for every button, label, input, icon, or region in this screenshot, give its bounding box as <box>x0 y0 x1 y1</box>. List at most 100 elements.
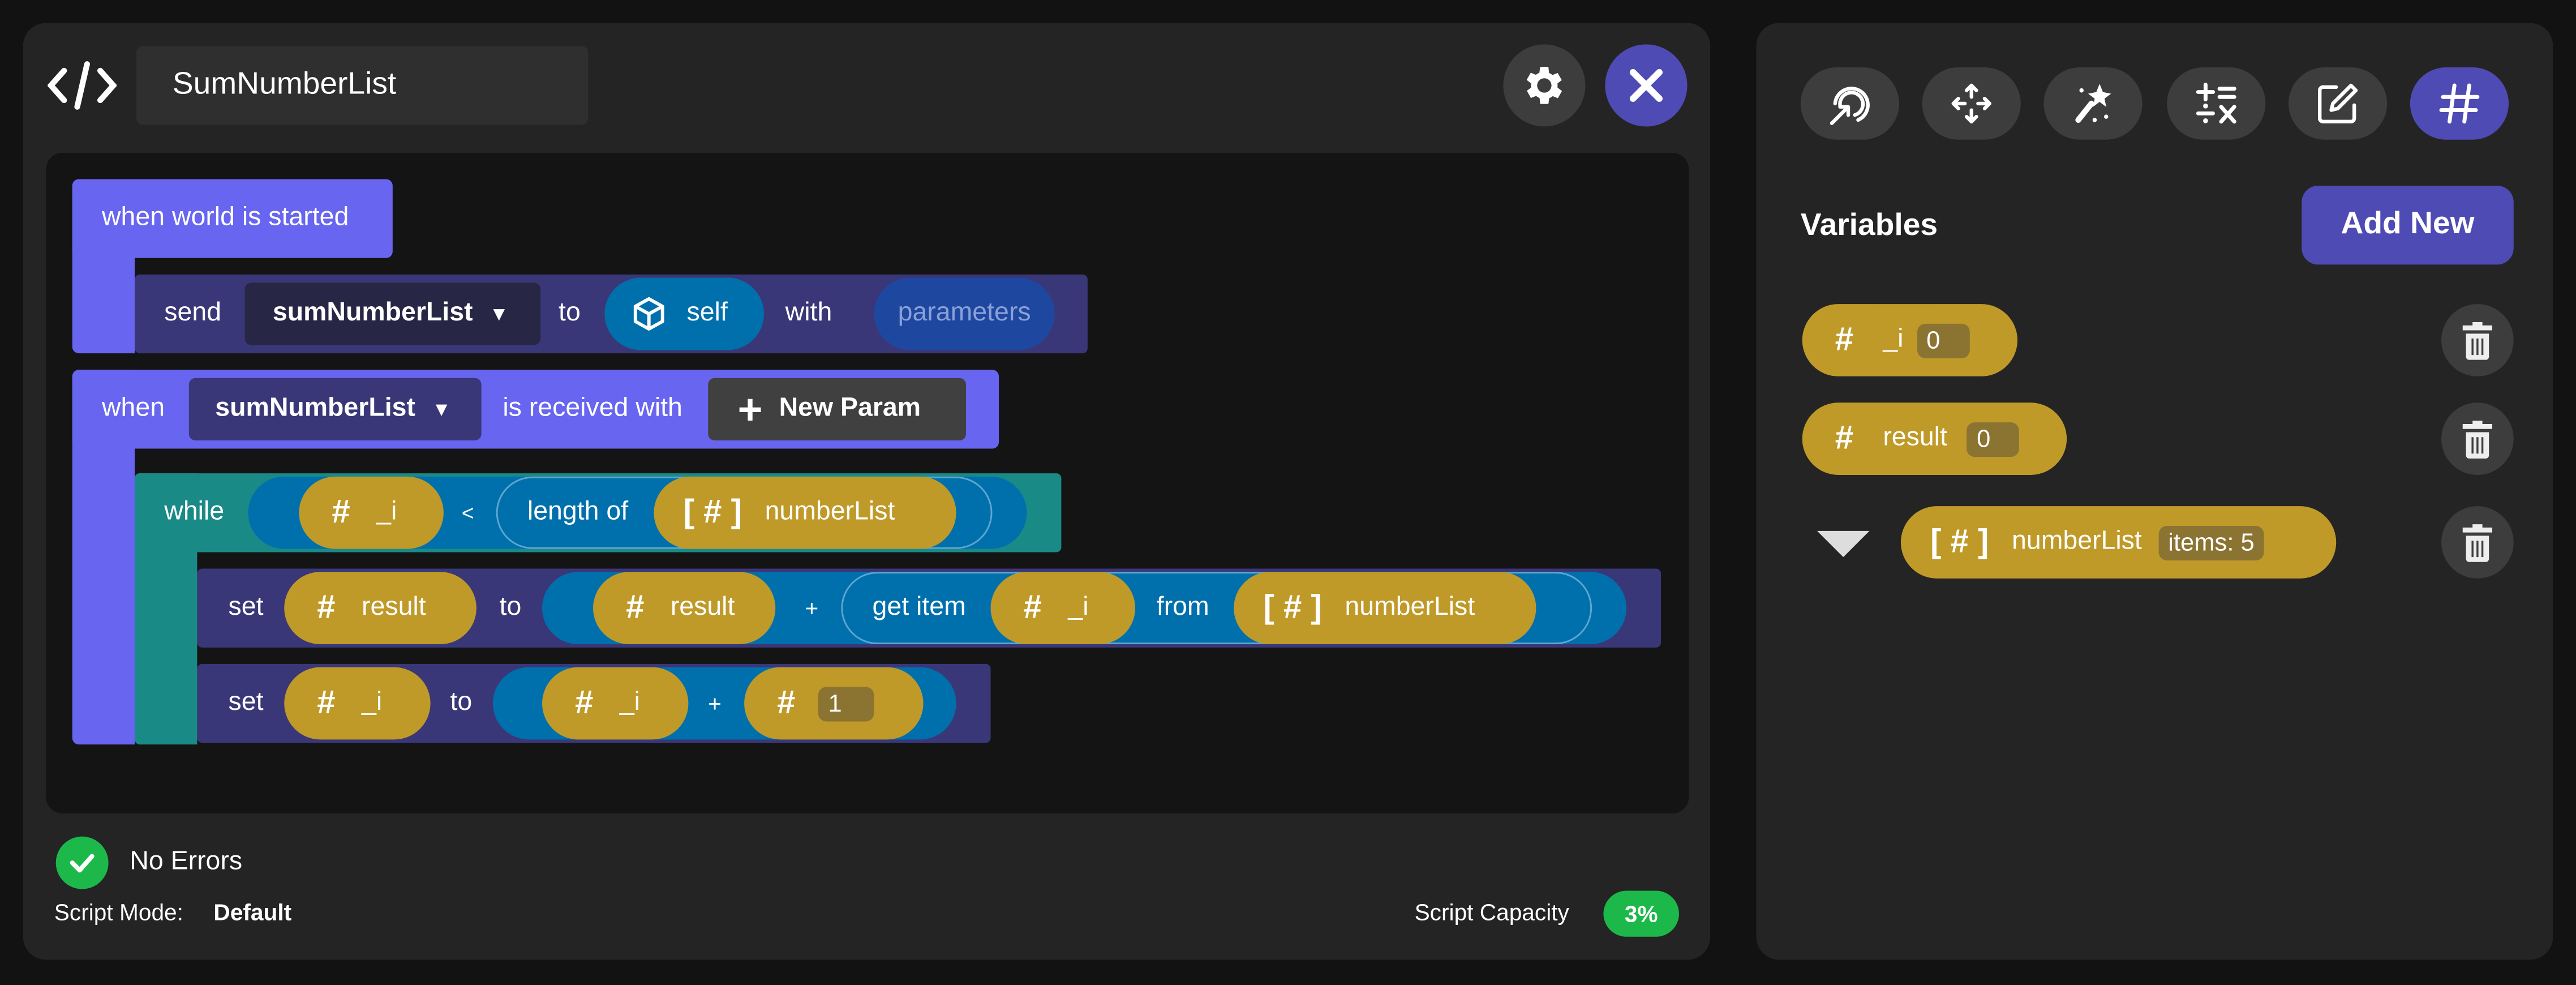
tab-interactions[interactable] <box>1800 67 1899 140</box>
variable-name: numberList <box>1345 593 1475 622</box>
number-icon: # <box>1835 419 1854 456</box>
dropdown-value: sumNumberList <box>272 299 473 327</box>
number-icon: # <box>317 589 336 626</box>
script-title-field[interactable]: SumNumberList <box>136 46 589 125</box>
block-label: to <box>499 593 522 622</box>
add-new-label: Add New <box>2341 207 2475 242</box>
delete-variable-button[interactable] <box>2441 506 2514 579</box>
variables-heading: Variables <box>1800 208 1938 243</box>
block-label: is received with <box>503 394 682 423</box>
variable-name: _i <box>376 498 397 526</box>
block-label: send <box>164 299 222 327</box>
edit-icon <box>2317 83 2358 124</box>
target-label: self <box>686 299 728 327</box>
block-label: length of <box>527 498 629 526</box>
caret-down-icon: ▼ <box>431 397 452 421</box>
operator: + <box>805 594 819 622</box>
operator: < <box>461 500 474 525</box>
variable-value[interactable]: 0 <box>1967 421 2020 456</box>
hash-icon <box>2439 83 2480 124</box>
move-icon <box>1951 83 1991 124</box>
variable-name: numberList <box>765 498 895 526</box>
variables-panel <box>1756 23 2553 960</box>
error-status: No Errors <box>130 847 243 876</box>
number-icon: # <box>626 589 645 626</box>
parameters-label: parameters <box>898 299 1031 327</box>
block-label: to <box>450 688 473 717</box>
close-icon <box>1629 68 1663 102</box>
block-label: when world is started <box>101 203 349 232</box>
while-block[interactable]: while # _i < length of [ # ] numberList <box>135 473 1062 553</box>
message-dropdown[interactable]: sumNumberList▼ <box>188 378 482 441</box>
message-dropdown[interactable]: sumNumberList ▼ <box>244 282 541 345</box>
send-message-block[interactable]: send sumNumberList▼ to self with paramet… <box>135 274 1088 354</box>
expand-triangle-icon[interactable] <box>1817 530 1870 558</box>
tab-effects[interactable] <box>2043 67 2143 140</box>
cube-icon <box>633 297 664 331</box>
set-result-block[interactable]: set #result to #result + get item #_i fr… <box>197 568 1661 648</box>
variable-pill[interactable]: # _i <box>284 667 431 740</box>
code-icon <box>48 61 117 110</box>
variable-name: result <box>362 593 426 622</box>
plus-icon: + <box>737 384 763 434</box>
number-literal-pill[interactable]: #1 <box>744 667 924 740</box>
tab-variables[interactable] <box>2410 67 2509 140</box>
script-capacity-label: Script Capacity <box>1414 898 1569 926</box>
variable-name: result <box>1883 423 1947 452</box>
number-icon: # <box>777 684 796 721</box>
list-pill[interactable]: [ # ] numberList <box>654 476 956 549</box>
list-icon: [ # ] <box>683 494 742 530</box>
set-i-block[interactable]: set #_i to #_i + #1 <box>197 663 991 743</box>
when-message-received-block[interactable]: when sumNumberList▼ is received with + Ne… <box>72 370 999 449</box>
calculator-icon <box>2196 83 2236 124</box>
delete-variable-button[interactable] <box>2441 304 2514 376</box>
operator: + <box>708 690 722 717</box>
parameters-pill[interactable]: parameters <box>874 277 1055 350</box>
number-icon: # <box>332 494 350 530</box>
variable-item-result[interactable]: # result 0 <box>1802 402 2067 475</box>
trash-icon <box>2462 524 2493 562</box>
when-world-started-block[interactable]: when world is started <box>72 179 393 258</box>
settings-button[interactable] <box>1503 44 1586 127</box>
variable-name: _i <box>362 688 383 717</box>
number-icon: # <box>575 684 594 721</box>
number-icon: # <box>317 684 336 721</box>
new-param-button[interactable]: + New Param <box>708 378 967 441</box>
block-label: get item <box>872 593 966 622</box>
script-mode-label: Script Mode: <box>54 898 183 926</box>
touch-icon <box>1830 87 1870 125</box>
variable-name: numberList <box>2012 527 2142 556</box>
block-label: to <box>559 299 581 327</box>
target-pill[interactable]: self <box>604 277 764 350</box>
tab-movement[interactable] <box>1922 67 2021 140</box>
variable-pill[interactable]: # _i <box>542 667 689 740</box>
variable-item-i[interactable]: # _i 0 <box>1802 304 2018 376</box>
variable-value[interactable]: 0 <box>1916 323 1969 358</box>
add-new-variable-button[interactable]: Add New <box>2302 186 2514 265</box>
variable-pill[interactable]: #result <box>593 572 776 645</box>
variable-name: _i <box>1068 593 1089 622</box>
list-icon: [ # ] <box>1930 523 1989 560</box>
tab-math[interactable] <box>2167 67 2266 140</box>
variable-name: _i <box>619 688 640 717</box>
close-button[interactable] <box>1605 44 1688 127</box>
block-label: set <box>228 593 264 622</box>
new-param-label: New Param <box>779 394 921 423</box>
variable-pill[interactable]: # result <box>284 572 476 645</box>
caret-down-icon: ▼ <box>489 302 509 326</box>
trash-icon <box>2462 421 2493 459</box>
number-input[interactable]: 1 <box>818 686 874 721</box>
number-icon: # <box>1023 589 1042 626</box>
script-capacity-badge: 3% <box>1603 890 1679 937</box>
number-icon: # <box>1835 321 1854 358</box>
tab-edit[interactable] <box>2289 67 2388 140</box>
script-mode-value[interactable]: Default <box>213 898 292 926</box>
block-label: when <box>101 394 165 423</box>
list-pill[interactable]: [ # ]numberList <box>1234 572 1536 645</box>
block-label: while <box>164 498 225 526</box>
variable-name: _i <box>1883 325 1904 354</box>
delete-variable-button[interactable] <box>2441 402 2514 475</box>
variable-pill[interactable]: # _i <box>299 476 444 549</box>
index-pill[interactable]: # _i <box>990 572 1136 645</box>
